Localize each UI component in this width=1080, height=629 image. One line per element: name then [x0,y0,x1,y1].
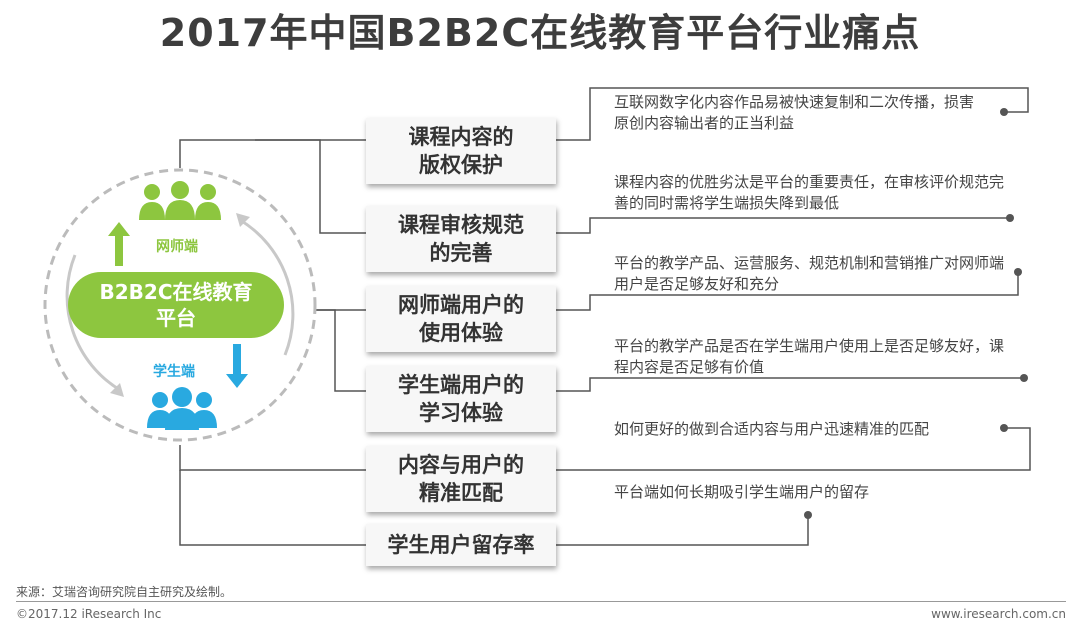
pain-point-student-experience: 学生端用户的 学习体验 [366,366,556,432]
copyright: ©2017.12 iResearch Inc [16,607,162,621]
page-title: 2017年中国B2B2C在线教育平台行业痛点 [159,11,921,55]
pain-point-copyright: 课程内容的 版权保护 [366,118,556,184]
desc-content-matching: 如何更好的做到合适内容与用户迅速精准的匹配 [614,420,930,438]
desc-retention: 平台端如何长期吸引学生端用户的留存 [614,483,870,501]
teachers-group-icon [139,181,221,220]
up-arrow-icon [108,222,130,266]
desc-copyright: 互联网数字化内容作品易被快速复制和二次传播，损害原创内容输出者的正当利益 [614,93,975,132]
platform-center-pill: B2B2C在线教育 平台 [68,272,284,338]
desc-review-standards: 课程内容的优胜劣汰是平台的重要责任，在审核评价规范完善的同时需将学生端损失降到最… [614,173,1005,212]
pain-point-review-standards: 课程审核规范 的完善 [366,206,556,272]
cycle-diagram [43,168,317,442]
teacher-node-label: 网师端 [156,239,198,255]
students-group-icon [147,387,217,430]
pain-point-content-matching: 内容与用户的 精准匹配 [366,446,556,512]
desc-student-experience: 平台的教学产品是否在学生端用户使用上是否足够友好，课程内容是否足够有价值 [614,337,1005,376]
desc-teacher-experience: 平台的教学产品、运营服务、规范机制和营销推广对网师端用户是否足够友好和充分 [614,254,1005,293]
source-note: 来源：艾瑞咨询研究院自主研究及绘制。 [16,585,233,599]
down-arrow-icon [226,344,248,388]
student-node-label: 学生端 [153,364,195,380]
website-link[interactable]: www.iresearch.com.cn [931,607,1066,621]
footer-divider [16,601,1066,602]
pain-point-teacher-experience: 网师端用户的 使用体验 [366,286,556,352]
pain-point-retention: 学生用户留存率 [366,524,556,566]
